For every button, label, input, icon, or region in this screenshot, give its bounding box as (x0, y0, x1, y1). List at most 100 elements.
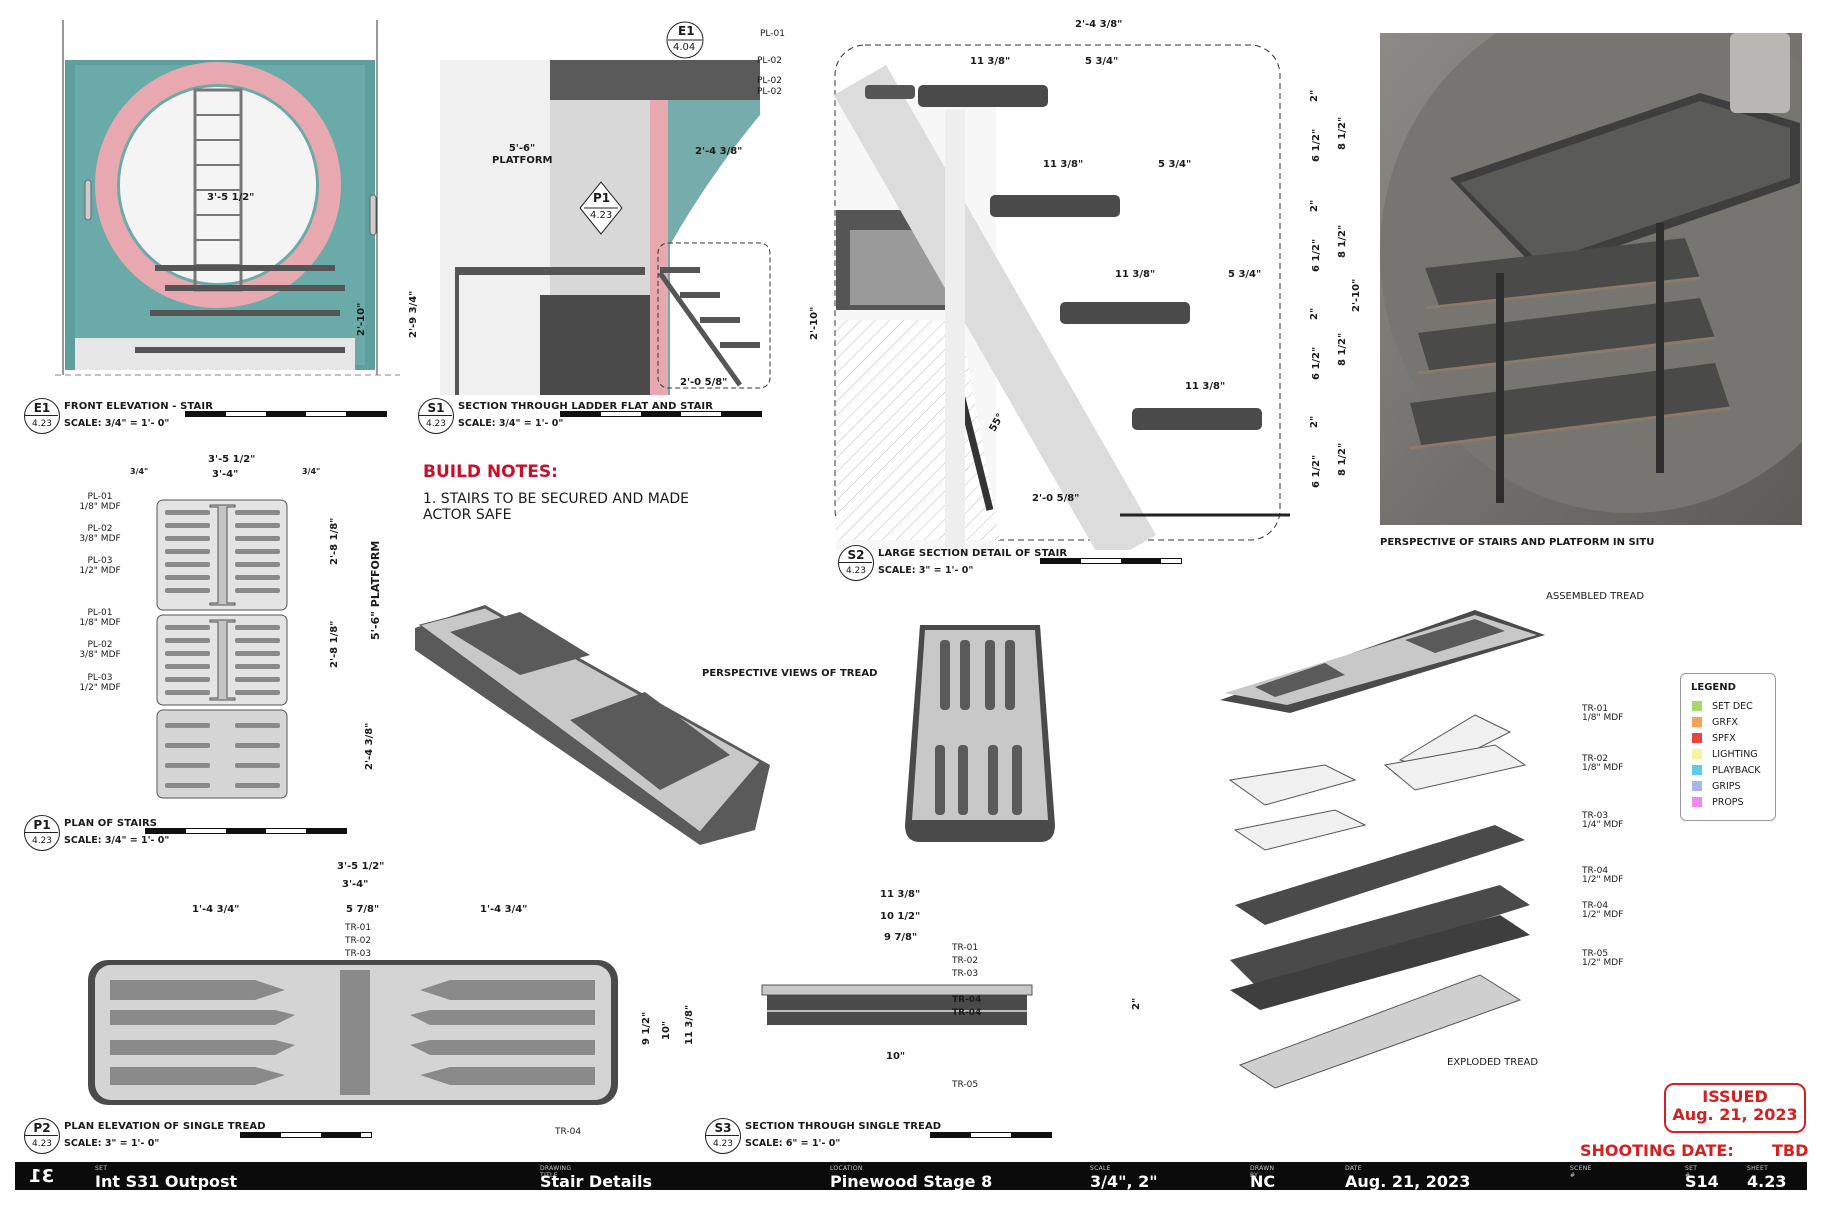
caption-assembled-tread: ASSEMBLED TREAD (1546, 591, 1645, 602)
issued-stamp-line1: ISSUED (1702, 1087, 1768, 1106)
p2-label-tr03: TR-03 (345, 949, 372, 959)
view-title-p1: PLAN OF STAIRS (64, 818, 158, 829)
view-scale-p2: SCALE: 3" = 1'- 0" (64, 1138, 160, 1149)
s3-inner-dim: 9 7/8" (884, 932, 918, 943)
p1-inner-dim: 3'-4" (212, 469, 239, 480)
s3-label-tr01: TR-01 (952, 943, 979, 953)
p2-height-dim: 10" (661, 1020, 672, 1040)
caption-stairs-in-situ: PERSPECTIVE OF STAIRS AND PLATFORM IN SI… (1380, 537, 1655, 548)
p1-callout-marker (579, 181, 623, 235)
s2-step-dim-3: 5 3/4" (1228, 269, 1262, 280)
s2-label-pl02-b: PL-02 (757, 76, 782, 86)
s3-mid-dim: 10 1/2" (880, 911, 921, 922)
view-scale-p1: SCALE: 3/4" = 1'- 0" (64, 835, 170, 846)
s3-label-tr04-a: TR-04 (952, 995, 982, 1005)
s1-height-dim: 2'-9 3/4" (408, 290, 419, 338)
single-tread-plan-drawing (88, 960, 618, 1105)
s3-label-tr02: TR-02 (952, 956, 979, 966)
scale-bar-s2 (1040, 558, 1182, 564)
p1-callout-sheet: 4.23 (590, 210, 613, 221)
sheet-number-mirrored: 31 (29, 1166, 55, 1187)
s3-label-tr04-b: TR-04 (952, 1008, 982, 1018)
build-notes-title: BUILD NOTES: (423, 462, 558, 482)
ladder-section-drawing (440, 60, 771, 395)
caption-tread-perspective: PERSPECTIVE VIEWS OF TREAD (702, 668, 878, 679)
s1-right-dim: 2'-10" (809, 306, 820, 340)
tread-perspective-top (905, 625, 1055, 842)
shooting-date-value: TBD (1772, 1141, 1809, 1160)
s2-riser2-dim-1: 8 1/2" (1337, 116, 1348, 150)
s3-base-dim: 10" (886, 1051, 906, 1062)
s2-riser2-dim-3: 8 1/2" (1337, 332, 1348, 366)
s2-step-dim-1: 5 3/4" (1085, 56, 1119, 67)
s2-label-pl02-a: PL-02 (757, 56, 782, 66)
color-legend: LEGEND SET DEC GRFX SPFX LIGHTING PLAYBA… (1680, 673, 1776, 821)
view-scale-s2: SCALE: 3" = 1'- 0" (878, 565, 974, 576)
single-tread-section-drawing (761, 984, 1033, 1025)
s3-overall-dim: 11 3/8" (880, 889, 921, 900)
build-note-item: 1. STAIRS TO BE SECURED AND MADE ACTOR S… (423, 491, 689, 524)
p2-label-tr04: TR-04 (555, 1127, 582, 1137)
s1-platform-dim: 5'-6" PLATFORM (492, 143, 553, 166)
legend-swatch (1692, 733, 1702, 743)
s3-label-tr03: TR-03 (952, 969, 979, 979)
caption-exploded-tread: EXPLODED TREAD (1447, 1057, 1539, 1068)
p1-edge-dim-right: 3/4" (302, 467, 321, 476)
s3-height-dim: 2" (1131, 997, 1142, 1010)
scale-bar-s3 (930, 1132, 1052, 1138)
s2-riser-dim-3: 6 1/2" (1311, 346, 1322, 380)
e1-callout-sheet: 4.04 (673, 42, 696, 53)
p1-lower-dim: 2'-4 3/8" (364, 722, 375, 770)
s1-run-dim: 2'-4 3/8" (695, 146, 743, 157)
front-elevation-drawing (55, 20, 400, 376)
s2-rise-dim-2: 2" (1309, 199, 1320, 212)
s3-label-tr05: TR-05 (952, 1080, 979, 1090)
s2-riser-dim-2: 6 1/2" (1311, 238, 1322, 272)
e1-callout-id: E1 (678, 24, 695, 38)
e1-height-dim: 2'-10" (356, 302, 367, 336)
legend-swatch (1692, 717, 1702, 727)
view-scale-s3: SCALE: 6" = 1'- 0" (745, 1138, 841, 1149)
s2-height-dim: 2'-10" (1351, 278, 1362, 312)
scale-bar-s1 (560, 411, 762, 417)
p2-overall-dim: 3'-5 1/2" (337, 861, 385, 872)
s2-riser2-dim-2: 8 1/2" (1337, 224, 1348, 258)
exploded-tread-drawing (1228, 714, 1530, 1089)
view-scale-e1: SCALE: 3/4" = 1'- 0" (64, 418, 170, 429)
tread-perspective-angled (415, 605, 770, 845)
p1-width-dim: 3'-5 1/2" (208, 454, 256, 465)
s2-top-dim: 2'-4 3/8" (1075, 19, 1123, 30)
s1-floor-dim: 2'-0 5/8" (680, 377, 728, 388)
s2-rise-dim-3: 2" (1309, 307, 1320, 320)
s2-riser-dim-1: 6 1/2" (1311, 128, 1322, 162)
scale-bar-e1 (185, 411, 387, 417)
p1-platform-dim: 5'-6" PLATFORM (369, 540, 382, 640)
shooting-date-label: SHOOTING DATE: (1580, 1141, 1734, 1160)
s2-tread-dim-2: 11 3/8" (1043, 159, 1084, 170)
p1-section-dim-2: 2'-8 1/8" (329, 620, 340, 668)
e1-width-dim: 3'-5 1/2" (207, 192, 255, 203)
issued-stamp-line2: Aug. 21, 2023 (1672, 1105, 1798, 1125)
e1-callout-marker (666, 21, 704, 59)
p1-section-dim-1: 2'-8 1/8" (329, 517, 340, 565)
s2-tread-dim-4: 11 3/8" (1185, 381, 1226, 392)
stairs-in-situ-render (1380, 33, 1802, 525)
legend-swatch (1692, 797, 1702, 807)
view-title-e1: FRONT ELEVATION - STAIR (64, 401, 213, 412)
issued-stamp: ISSUED Aug. 21, 2023 (1664, 1083, 1806, 1133)
